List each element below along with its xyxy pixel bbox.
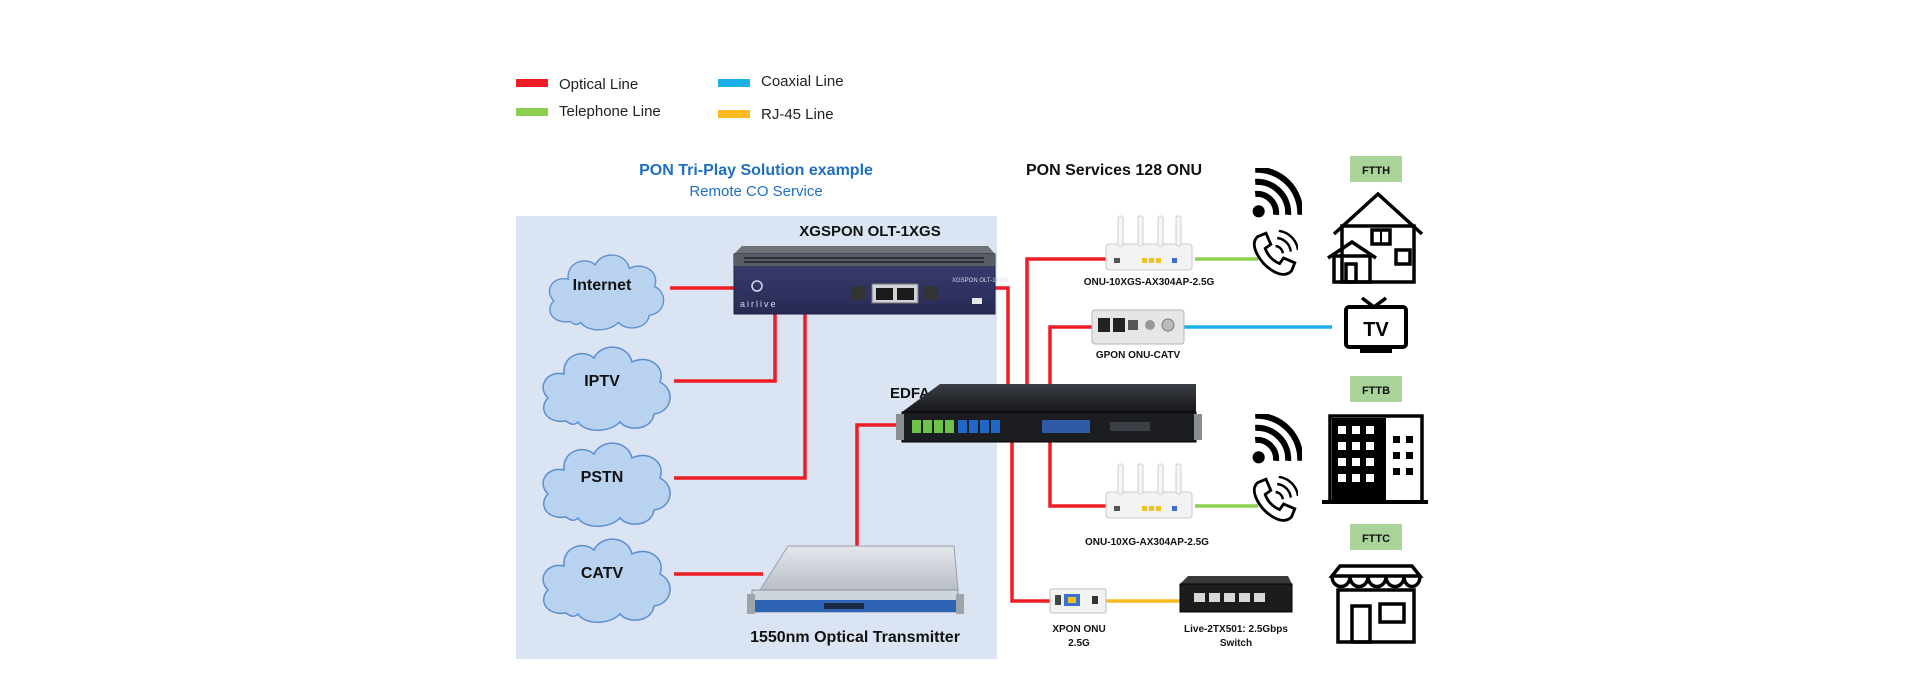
edfa-device: EDFA-4 xyxy=(890,384,1202,443)
olt-model-plate: XGSPON OLT-1XGS xyxy=(952,278,1008,284)
olt-logo-icon xyxy=(751,280,763,292)
tv-icon: TV xyxy=(1344,296,1408,353)
telephone-swatch xyxy=(516,108,548,116)
xpon-device: XPON ONU 2.5G xyxy=(1049,588,1107,649)
cloud-internet-label: Internet xyxy=(573,277,632,294)
line-edfa-onu2 xyxy=(1048,440,1107,508)
fttc-badge: FTTC xyxy=(1350,524,1402,550)
tv-label: TV xyxy=(1363,319,1389,341)
cloud-pstn: PSTN xyxy=(542,442,671,528)
line-edfa-catv xyxy=(1048,325,1092,389)
line-olt-edfa xyxy=(995,286,1010,389)
legend-optical-label: Optical Line xyxy=(559,76,638,93)
fttb-label: FTTB xyxy=(1362,385,1390,397)
xpon-label-line1: XPON ONU xyxy=(1052,624,1105,635)
line-edfa-onu1 xyxy=(1025,257,1107,389)
olt-brand: airlive xyxy=(740,299,778,309)
transmitter-title: 1550nm Optical Transmitter xyxy=(750,629,960,646)
rj45-swatch xyxy=(718,110,750,118)
line-tx-edfa xyxy=(855,423,902,546)
cloud-iptv-label: IPTV xyxy=(584,373,620,390)
onu-catv-device: GPON ONU-CATV xyxy=(1091,309,1185,361)
ftth-label: FTTH xyxy=(1362,165,1390,177)
legend-item-optical: Optical Line xyxy=(516,76,638,93)
store-icon xyxy=(1328,564,1424,644)
onu1-device: ONU-10XGS-AX304AP-2.5G xyxy=(1084,215,1215,288)
phone-icon xyxy=(1252,476,1298,522)
cloud-catv: CATV xyxy=(542,538,671,624)
olt-vent-pattern xyxy=(744,257,984,263)
legend-item-rj45: RJ-45 Line xyxy=(718,106,834,123)
legend-coaxial-label: Coaxial Line xyxy=(761,73,844,90)
diagram-title: PON Tri-Play Solution example xyxy=(639,162,873,179)
xpon-label-line2: 2.5G xyxy=(1068,638,1090,649)
edfa-display xyxy=(1042,420,1090,433)
legend: Optical Line Telephone Line Coaxial Line… xyxy=(516,73,844,123)
switch-device: Live-2TX501: 2.5Gbps Switch xyxy=(1179,576,1293,649)
ftth-badge: FTTH xyxy=(1350,156,1402,182)
onu2-label: ONU-10XG-AX304AP-2.5G xyxy=(1085,537,1209,548)
onu1-label: ONU-10XGS-AX304AP-2.5G xyxy=(1084,277,1215,288)
fttc-label: FTTC xyxy=(1362,533,1390,545)
legend-telephone-label: Telephone Line xyxy=(559,103,661,120)
legend-item-coaxial: Coaxial Line xyxy=(718,73,844,90)
edfa-port-array xyxy=(912,420,1000,433)
onu-catv-label: GPON ONU-CATV xyxy=(1096,350,1181,361)
fttb-badge: FTTB xyxy=(1350,376,1402,402)
line-pstn-olt xyxy=(674,314,807,480)
cloud-iptv: IPTV xyxy=(542,346,671,432)
optical-swatch xyxy=(516,79,548,87)
optical-lines xyxy=(670,257,1107,603)
transmitter-device: 1550nm Optical Transmitter xyxy=(747,545,964,646)
diagram-subtitle: Remote CO Service xyxy=(689,183,822,200)
building-icon xyxy=(1322,414,1428,504)
olt-title: XGSPON OLT-1XGS xyxy=(799,223,940,240)
phone-icon xyxy=(1252,230,1298,276)
services-title: PON Services 128 ONU xyxy=(1026,162,1202,179)
line-edfa-xpon xyxy=(1010,440,1052,603)
coaxial-swatch xyxy=(718,79,750,87)
switch-label-line2: Switch xyxy=(1220,638,1252,649)
house-icon xyxy=(1327,191,1424,284)
cloud-internet: Internet xyxy=(548,254,665,331)
cloud-catv-label: CATV xyxy=(581,565,624,582)
cloud-pstn-label: PSTN xyxy=(581,469,624,486)
switch-label-line1: Live-2TX501: 2.5Gbps xyxy=(1184,624,1288,635)
legend-rj45-label: RJ-45 Line xyxy=(761,106,834,123)
line-iptv-olt xyxy=(674,314,777,383)
onu2-device: ONU-10XG-AX304AP-2.5G xyxy=(1085,463,1209,548)
telephone-lines xyxy=(1195,257,1258,508)
legend-item-telephone: Telephone Line xyxy=(516,103,661,120)
wifi-icon xyxy=(1253,170,1301,218)
olt-device: XGSPON OLT-1XGS airlive XGSPON OLT-1XGS xyxy=(733,223,1008,315)
wifi-icon xyxy=(1253,416,1301,464)
